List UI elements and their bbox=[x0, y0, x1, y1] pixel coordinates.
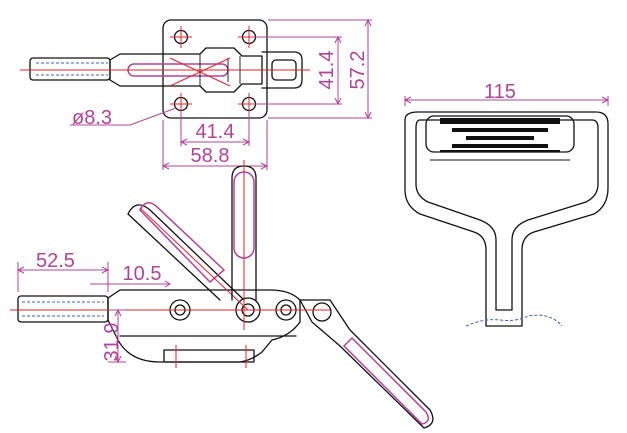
handle-closed-arm bbox=[299, 299, 434, 429]
dim-41-4-h-lines bbox=[180, 110, 250, 146]
dim-10-5-lines bbox=[90, 280, 171, 288]
dim-41-4-v-arrows bbox=[334, 35, 342, 106]
dim-31-9-lines bbox=[108, 309, 126, 363]
plunger-thread-side bbox=[22, 301, 104, 317]
foot-hole-centerlines bbox=[175, 345, 247, 368]
dim-52-5-arrows bbox=[16, 266, 110, 274]
dim-115-label: 115 bbox=[484, 81, 516, 103]
linkage-cross bbox=[169, 57, 231, 87]
handle-open-arm bbox=[127, 204, 245, 301]
dim-52-5-label: 52.5 bbox=[36, 250, 75, 272]
top-view: 41.4 57.2 ø8.3 41.4 58.8 bbox=[20, 18, 372, 170]
plunger-thread-top bbox=[36, 62, 108, 76]
dim-10-5-label: 10.5 bbox=[123, 263, 162, 285]
pivot-handle-closed bbox=[312, 302, 332, 322]
break-line bbox=[465, 314, 563, 327]
dim-41-4-vertical: 41.4 bbox=[316, 51, 338, 90]
hole-diameter-leader bbox=[70, 107, 177, 126]
dim-57-2-v-lines bbox=[268, 19, 372, 119]
handle-inner-contour bbox=[415, 119, 599, 311]
side-view: 52.5 10.5 31.9 bbox=[10, 160, 434, 429]
dim-41-4-v-lines bbox=[252, 36, 342, 105]
handle-open-centerline bbox=[139, 207, 249, 311]
handle-open-grip bbox=[139, 202, 226, 284]
dim-57-2-v-arrows bbox=[364, 18, 372, 120]
plunger-rod-top bbox=[29, 57, 111, 81]
dim-41-4-h-arrows bbox=[179, 138, 251, 146]
dim-58-8-horizontal: 58.8 bbox=[191, 145, 230, 167]
guide-housing-top bbox=[109, 47, 263, 93]
grip-knurl bbox=[440, 118, 560, 152]
dim-31-9-arrows bbox=[114, 308, 122, 364]
plunger-rod-side bbox=[17, 295, 109, 323]
dim-115-lines bbox=[404, 96, 609, 106]
handle-detail-view: 115 bbox=[403, 81, 610, 327]
dim-58-8-h-lines bbox=[162, 120, 268, 170]
clamp-body-side bbox=[107, 289, 301, 363]
handle-outer-frame bbox=[404, 111, 609, 327]
base-foot bbox=[163, 349, 255, 363]
dim-52-5-lines bbox=[17, 262, 109, 292]
dim-58-8-h-arrows bbox=[161, 162, 269, 170]
base-plate bbox=[162, 19, 268, 119]
hole-diameter-label: ø8.3 bbox=[72, 107, 112, 129]
handle-closed-grip bbox=[342, 336, 429, 425]
dim-41-4-horizontal: 41.4 bbox=[196, 121, 235, 143]
dim-115-arrows bbox=[403, 96, 610, 104]
dim-31-9-label: 31.9 bbox=[101, 323, 123, 362]
dim-57-2-vertical: 57.2 bbox=[347, 51, 369, 90]
